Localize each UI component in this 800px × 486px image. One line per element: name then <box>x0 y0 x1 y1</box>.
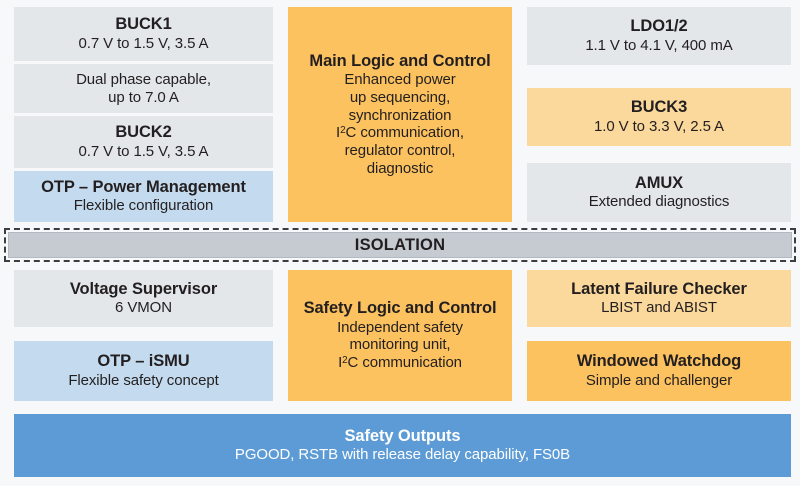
block-desc: Enhanced power up sequencing, synchroniz… <box>336 71 464 177</box>
block-title: BUCK2 <box>115 123 172 142</box>
block-title: Safety Outputs <box>344 426 461 445</box>
block-title: OTP – iSMU <box>97 352 190 371</box>
block-ldo1-2[interactable]: LDO1/2 1.1 V to 4.1 V, 400 mA <box>527 7 791 65</box>
block-desc: Simple and challenger <box>585 371 733 389</box>
block-amux[interactable]: AMUX Extended diagnostics <box>527 163 791 222</box>
block-title: Main Logic and Control <box>309 51 491 70</box>
block-main-logic-and-control[interactable]: Main Logic and Control Enhanced power up… <box>288 7 512 222</box>
block-desc: Flexible safety concept <box>68 371 219 389</box>
block-desc: Flexible configuration <box>73 197 214 215</box>
i2c-communication-line: I2C communication, <box>336 124 464 142</box>
block-otp-ismu[interactable]: OTP – iSMU Flexible safety concept <box>14 341 273 401</box>
block-dual-phase[interactable]: Dual phase capable, up to 7.0 A <box>14 64 273 113</box>
block-title: AMUX <box>634 173 684 192</box>
block-desc: 0.7 V to 1.5 V, 3.5 A <box>78 34 209 52</box>
block-title: OTP – Power Management <box>41 177 246 196</box>
block-desc: Independent safety monitoring unit, I2C … <box>337 318 463 372</box>
block-latent-failure-checker[interactable]: Latent Failure Checker LBIST and ABIST <box>527 270 791 327</box>
block-desc: 0.7 V to 1.5 V, 3.5 A <box>78 142 209 160</box>
block-safety-logic-and-control[interactable]: Safety Logic and Control Independent saf… <box>288 270 512 401</box>
block-voltage-supervisor[interactable]: Voltage Supervisor 6 VMON <box>14 270 273 327</box>
block-desc: 1.1 V to 4.1 V, 400 mA <box>585 36 733 54</box>
i2c-communication-line: I2C communication <box>338 354 462 372</box>
isolation-boundary: ISOLATION <box>4 228 796 262</box>
block-buck2[interactable]: BUCK2 0.7 V to 1.5 V, 3.5 A <box>14 116 273 168</box>
block-desc: Extended diagnostics <box>588 193 730 211</box>
block-title: BUCK1 <box>115 15 172 34</box>
block-safety-outputs[interactable]: Safety Outputs PGOOD, RSTB with release … <box>14 414 791 477</box>
block-buck1[interactable]: BUCK1 0.7 V to 1.5 V, 3.5 A <box>14 7 273 61</box>
block-desc: 6 VMON <box>115 299 172 317</box>
block-windowed-watchdog[interactable]: Windowed Watchdog Simple and challenger <box>527 341 791 401</box>
block-desc: Dual phase capable, up to 7.0 A <box>76 70 211 106</box>
block-otp-power-management[interactable]: OTP – Power Management Flexible configur… <box>14 171 273 222</box>
block-desc: LBIST and ABIST <box>601 299 717 317</box>
block-title: Voltage Supervisor <box>69 279 218 298</box>
block-title: Latent Failure Checker <box>571 279 747 298</box>
isolation-label: ISOLATION <box>354 235 446 254</box>
block-title: LDO1/2 <box>630 17 688 36</box>
isolation-bar[interactable]: ISOLATION <box>8 232 792 258</box>
block-title: Windowed Watchdog <box>576 352 742 371</box>
block-desc: 1.0 V to 3.3 V, 2.5 A <box>594 117 724 135</box>
block-desc: PGOOD, RSTB with release delay capabilit… <box>234 446 571 464</box>
block-buck3[interactable]: BUCK3 1.0 V to 3.3 V, 2.5 A <box>527 88 791 146</box>
block-title: BUCK3 <box>630 98 688 117</box>
block-title: Safety Logic and Control <box>303 299 497 318</box>
